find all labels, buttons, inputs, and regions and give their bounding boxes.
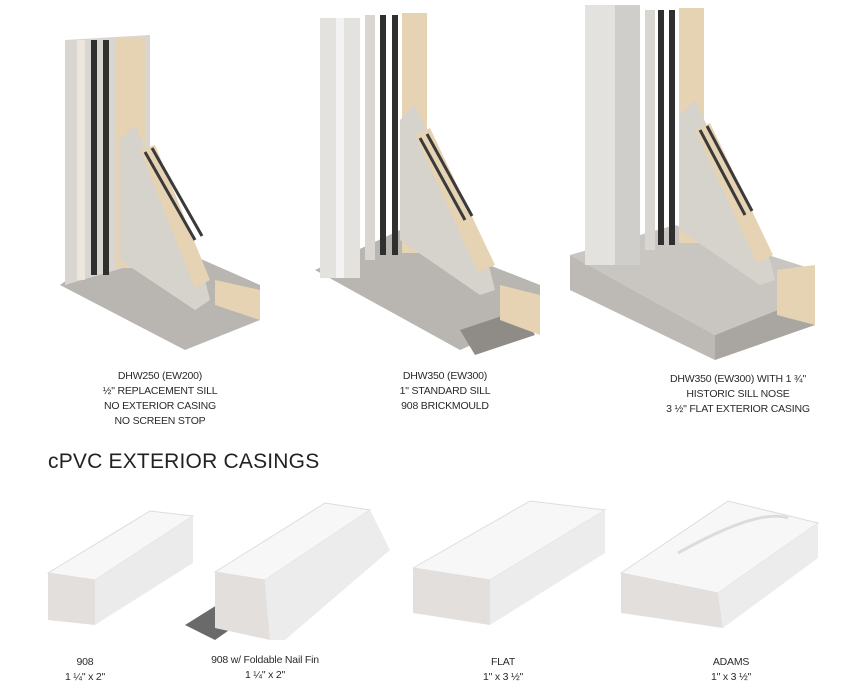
caption-line: NO SCREEN STOP: [114, 415, 206, 427]
casing-908-nail-fin-illustration: [185, 502, 390, 640]
caption-line: NO EXTERIOR CASING: [104, 400, 216, 412]
casing-adams-illustration: [619, 500, 820, 628]
casing-caption-adams: ADAMS 1" x 3 ½": [711, 655, 751, 685]
casing-size: 1 ¼" x 2": [244, 669, 286, 681]
casing-caption-908: 908 1 ¼" x 2": [65, 655, 105, 685]
caption-line: DHW350 (EW300) WITH 1 ¾": [669, 373, 807, 385]
caption-line: ½" REPLACEMENT SILL: [102, 385, 218, 397]
casing-caption-flat: FLAT 1" x 3 ½": [483, 655, 523, 685]
casings-heading: cPVC EXTERIOR CASINGS: [48, 450, 320, 473]
casing-name: FLAT: [490, 656, 516, 668]
caption-line: DHW350 (EW300): [402, 370, 488, 382]
casing-name: 908 w/ Foldable Nail Fin: [211, 654, 319, 666]
window-caption-1: DHW250 (EW200) ½" REPLACEMENT SILL NO EX…: [103, 369, 218, 429]
caption-line: HISTORIC SILL NOSE: [686, 388, 790, 400]
window-section-dhw250-illustration: [60, 35, 260, 350]
casing-name: ADAMS: [712, 656, 750, 668]
caption-line: 908 BRICKMOULD: [401, 400, 489, 412]
casing-flat-illustration: [411, 500, 607, 625]
casing-size: 1 ¼" x 2": [64, 671, 106, 683]
window-caption-3: DHW350 (EW300) WITH 1 ¾" HISTORIC SILL N…: [666, 372, 810, 417]
window-section-dhw350-historic-illustration: [570, 5, 815, 360]
window-caption-2: DHW350 (EW300) 1" STANDARD SILL 908 BRIC…: [400, 369, 491, 414]
casing-908-illustration: [46, 510, 195, 625]
casing-caption-908-nail-fin: 908 w/ Foldable Nail Fin 1 ¼" x 2": [211, 653, 319, 683]
casing-size: 1" x 3 ½": [482, 671, 524, 683]
caption-line: 1" STANDARD SILL: [399, 385, 491, 397]
caption-line: 3 ½" FLAT EXTERIOR CASING: [666, 403, 810, 415]
casing-size: 1" x 3 ½": [710, 671, 752, 683]
window-section-dhw350-illustration: [315, 13, 540, 355]
casing-name: 908: [76, 656, 94, 668]
caption-line: DHW250 (EW200): [117, 370, 203, 382]
